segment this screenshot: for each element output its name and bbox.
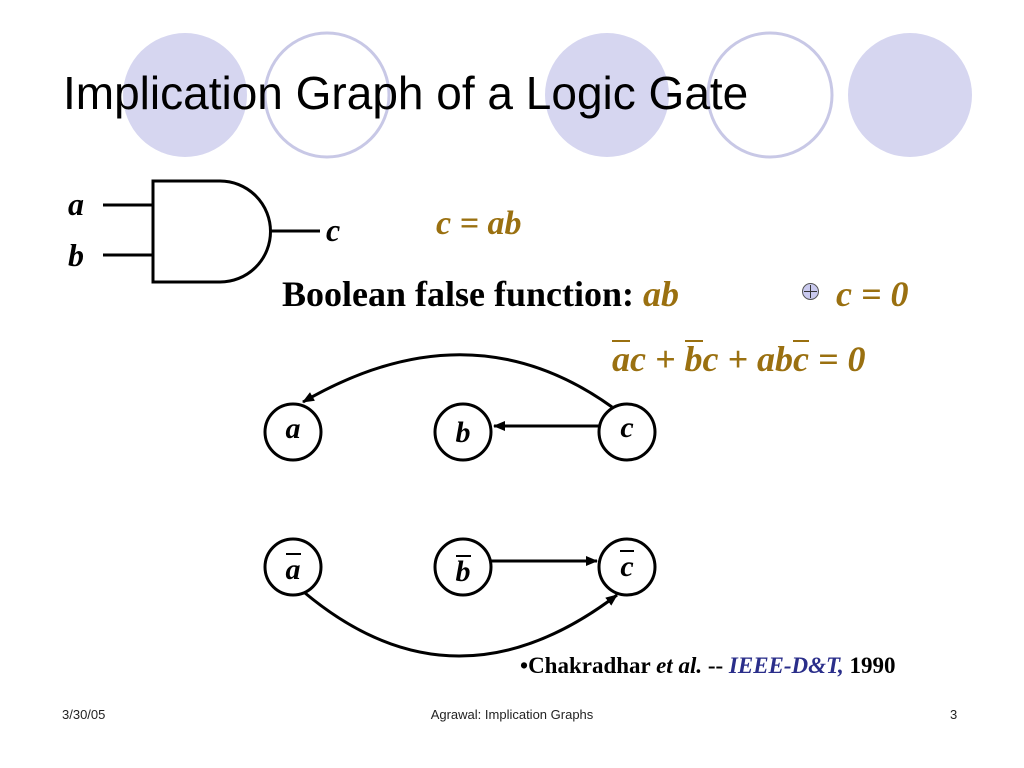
eq3-plus: + — [645, 339, 685, 379]
citation-et-al: et al. — [656, 653, 703, 678]
eq2-rest: c = 0 — [836, 274, 909, 314]
equation-clauses: ac + bc + abc = 0 — [612, 338, 866, 380]
node-not-b-text: b — [455, 555, 471, 588]
slide-title: Implication Graph of a Logic Gate — [63, 67, 749, 119]
citation: •Chakradhar et al. -- IEEE-D&T, 1990 — [520, 653, 896, 679]
node-c-label: c — [620, 411, 634, 444]
citation-author: Chakradhar — [528, 653, 657, 678]
eq1-equals: = — [451, 205, 488, 242]
citation-separator: -- — [702, 653, 729, 678]
citation-year: 1990 — [843, 653, 896, 678]
node-not-a-label: a — [263, 553, 323, 585]
citation-bullet: • — [520, 653, 529, 678]
eq3-ab: ab — [757, 339, 793, 379]
equation-c-equals-ab: c = ab — [436, 205, 521, 243]
citation-venue: IEEE-D&T, — [728, 653, 844, 678]
eq2-ab: ab — [643, 274, 680, 314]
footer-page-number: 3 — [950, 707, 958, 722]
node-not-c-text: c — [620, 550, 634, 583]
eq3-c: c — [702, 339, 719, 379]
deco-circle-filled — [848, 33, 972, 157]
eq1-rhs: ab — [487, 205, 522, 242]
deco-circle-outline — [706, 31, 834, 159]
node-not-c — [597, 537, 657, 597]
eq3-plus: + — [718, 339, 757, 379]
eq3-equals-zero: = 0 — [808, 339, 866, 379]
node-b — [433, 402, 493, 462]
eq3-c: c — [630, 339, 646, 379]
node-not-b-label: b — [433, 555, 493, 587]
gate-input-a-label: a — [68, 186, 84, 222]
node-b-label: b — [455, 416, 471, 449]
gate-input-b-label: b — [68, 237, 84, 273]
footer-center: Agrawal: Implication Graphs — [430, 707, 594, 722]
circled-plus-icon — [802, 283, 819, 300]
node-c — [597, 402, 657, 462]
gate-output-label: c — [326, 212, 341, 248]
deco-circle-filled — [545, 33, 669, 157]
eq3-b-bar: b — [684, 339, 703, 379]
node-not-a — [263, 537, 323, 597]
node-a-label: a — [285, 412, 301, 445]
deco-circle-outline — [263, 31, 391, 159]
eq2-label: Boolean false function: — [282, 274, 644, 314]
eq3-c-bar: c — [793, 339, 809, 379]
node-not-a-text: a — [285, 553, 301, 586]
deco-circle-filled — [123, 33, 247, 157]
eq3-a-bar: a — [612, 339, 630, 379]
edge-c-to-a — [302, 353, 613, 409]
node-not-b — [433, 537, 493, 597]
node-not-c-label: c — [597, 550, 657, 582]
footer-date: 3/30/05 — [62, 707, 106, 722]
and-gate-body — [151, 179, 272, 284]
node-a — [263, 402, 323, 462]
edge-not-a-to-not-c — [304, 591, 618, 658]
boolean-false-function: Boolean false function: ab — [282, 273, 679, 315]
eq1-lhs: c — [436, 205, 452, 242]
